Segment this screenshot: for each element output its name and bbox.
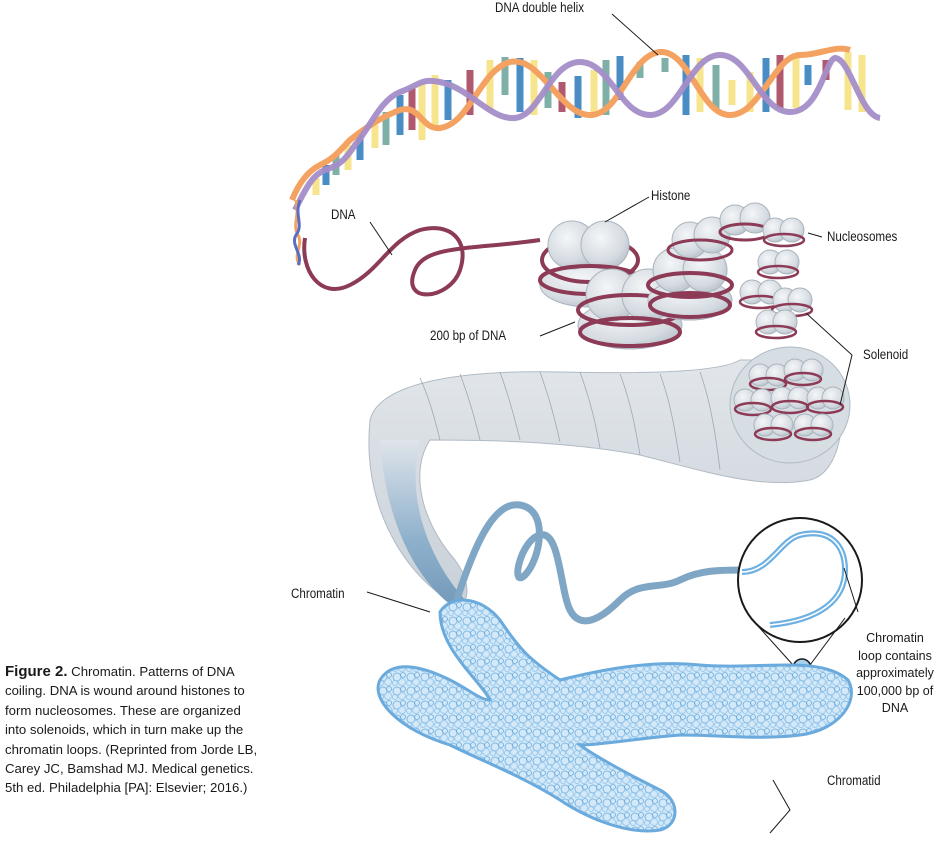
dna-strand [302, 226, 541, 297]
figure-caption-text: Chromatin. Patterns of DNA coiling. DNA … [5, 664, 258, 796]
magnifier-loop [737, 517, 863, 678]
chromatin-fiber [368, 346, 851, 608]
label-chromatin-loop-line: approximately [856, 666, 934, 680]
label-histone: Histone [651, 188, 691, 203]
label-dna: DNA [331, 207, 356, 222]
label-200bp-dna: 200 bp of DNA [430, 328, 507, 343]
leader-lines [366, 13, 859, 834]
label-chromatin: Chromatin [291, 586, 345, 601]
dna-double-helix [289, 45, 882, 266]
figure-label: Figure 2. [5, 663, 68, 680]
label-chromatin-loop-line: loop contains [858, 648, 932, 663]
figure-caption: Figure 2. Chromatin. Patterns of DNA coi… [5, 662, 260, 798]
label-chromatin-loop-line: Chromatin [866, 631, 924, 645]
label-solenoid: Solenoid [863, 347, 909, 362]
label-chromatin-loop-line: DNA [881, 701, 909, 715]
label-dna-double-helix: DNA double helix [495, 0, 585, 15]
label-chromatin-loop: Chromatin loop contains approximately 10… [840, 630, 950, 718]
label-nucleosomes: Nucleosomes [827, 229, 898, 244]
label-chromatin-loop-line: 100,000 bp of [856, 683, 934, 698]
chromosome [376, 598, 853, 833]
chromatin-loop-fiber [451, 501, 749, 625]
nucleosomes [538, 202, 814, 350]
label-chromatid: Chromatid [827, 773, 881, 788]
